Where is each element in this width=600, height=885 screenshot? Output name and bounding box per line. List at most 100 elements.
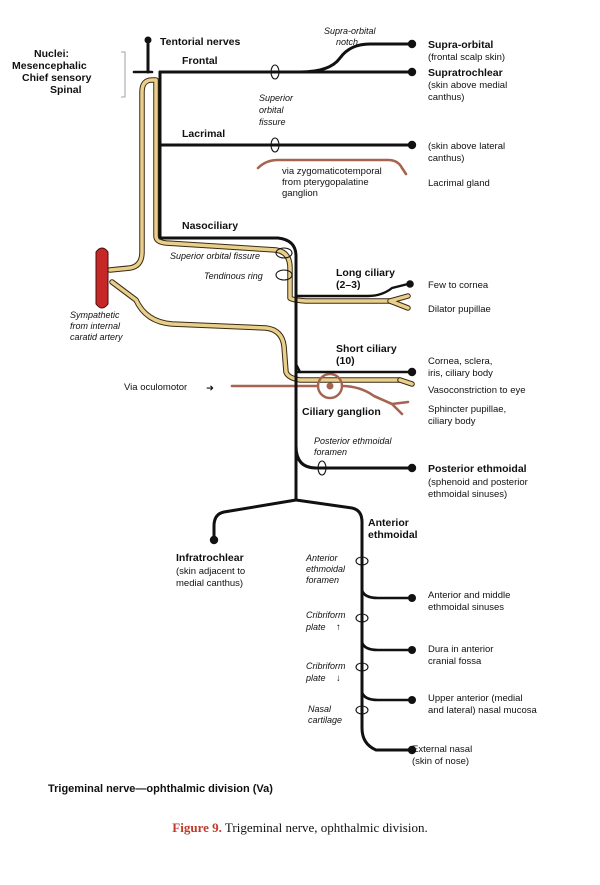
ring-tendinous <box>275 269 293 281</box>
label-zygomatic-1: via zygomaticotemporal <box>282 166 382 177</box>
figure-caption-label: Figure 9. <box>172 820 222 835</box>
arrow-cribriform-up: ↑ <box>336 622 341 633</box>
label-nasociliary: Nasociliary <box>182 220 238 232</box>
para-zygomaticotemporal <box>256 158 408 176</box>
nerve-supra-orbital <box>298 42 412 74</box>
label-sof-3: fissure <box>259 117 286 127</box>
target-external-nasal-1: External nasal <box>412 744 472 755</box>
label-cribriform-up-1: Cribriform <box>306 610 346 620</box>
target-vasoconstriction: Vasoconstriction to eye <box>428 385 526 396</box>
label-nasal-cartilage-2: cartilage <box>308 715 342 725</box>
target-lacrimal-gland: Lacrimal gland <box>428 178 490 189</box>
target-dura-1: Dura in anterior <box>428 644 493 655</box>
label-cribriform-down-1: Cribriform <box>306 661 346 671</box>
target-dura-2: cranial fossa <box>428 656 482 667</box>
label-sympathetic-3: caratid artery <box>70 332 123 342</box>
label-sof-inline: Superior orbital fissure <box>170 251 260 261</box>
para-sphincter-branch <box>340 384 410 416</box>
target-ant-mid-sinuses-1: Anterior and middle <box>428 590 510 601</box>
target-sphincter-2: ciliary body <box>428 416 476 427</box>
label-sympathetic-2: from internal <box>70 321 121 331</box>
ring-lacrimal-sof <box>270 137 280 153</box>
endpoint-cornea <box>407 367 417 377</box>
arrow-cribriform-down: ↓ <box>336 673 341 684</box>
nucleus-chief-sensory: Chief sensory <box>22 72 92 84</box>
label-ciliary-ganglion: Ciliary ganglion <box>302 406 381 418</box>
nerve-long-ciliary <box>294 282 410 298</box>
nerve-nasociliary <box>158 236 298 502</box>
label-infratrochlear-desc-1: (skin adjacent to <box>176 566 245 577</box>
target-posterior-ethmoidal-name: Posterior ethmoidal <box>428 463 527 475</box>
label-zygomatic-3: ganglion <box>282 188 318 199</box>
ring-posterior-ethmoidal-foramen <box>317 460 327 476</box>
sympathetic-tip-dilator-fill <box>388 294 410 310</box>
nerve-infratrochlear <box>212 498 298 540</box>
target-supra-orbital-desc: (frontal scalp skin) <box>428 52 505 63</box>
tentorial-endpoint <box>144 36 152 44</box>
endpoint-supratrochlear <box>407 67 417 77</box>
target-ant-mid-sinuses-2: ethmoidal sinuses <box>428 602 504 613</box>
endpoint-lacrimal-skin <box>407 140 417 150</box>
label-infratrochlear-desc-2: medial canthus) <box>176 578 243 589</box>
label-ant-eth-foramen-1: Anterior <box>305 553 339 563</box>
nerve-ant-mid-sinuses <box>360 588 412 600</box>
label-long-ciliary-count: (2–3) <box>336 279 361 291</box>
ring-cribriform-up <box>355 613 369 623</box>
ring-cribriform-down <box>355 662 369 672</box>
nerve-anterior-ethmoidal <box>294 498 412 752</box>
nuclei-bracket <box>121 51 126 98</box>
endpoint-external-nasal <box>407 745 417 755</box>
passage-rings <box>270 64 369 715</box>
label-tendinous-ring: Tendinous ring <box>204 271 263 281</box>
label-anterior-ethmoidal-2: ethmoidal <box>368 529 418 541</box>
target-supratrochlear-name: Supratrochlear <box>428 67 503 79</box>
label-supra-orbital-notch-1: Supra-orbital <box>324 26 377 36</box>
nuclei-block: Nuclei: Mesencephalic Chief sensory Spin… <box>12 48 126 98</box>
endpoint-infratrochlear <box>209 535 219 545</box>
label-anterior-ethmoidal-1: Anterior <box>368 517 409 529</box>
arrow-oculomotor: ➜ <box>206 383 214 394</box>
nuclei-title: Nuclei: <box>34 48 69 60</box>
nucleus-spinal: Spinal <box>50 84 82 96</box>
target-sphincter-1: Sphincter pupillae, <box>428 404 506 415</box>
endpoint-posterior-ethmoidal <box>407 463 417 473</box>
sympathetic-pathways <box>107 77 415 387</box>
nerve-tree <box>132 36 417 755</box>
figure-caption: Figure 9. Trigeminal nerve, ophthalmic d… <box>172 820 427 835</box>
target-supra-orbital-name: Supra-orbital <box>428 39 493 51</box>
target-dilator: Dilator pupillae <box>428 304 491 315</box>
label-ant-eth-foramen-2: ethmoidal <box>306 564 346 574</box>
target-supratrochlear-desc-1: (skin above medial <box>428 80 507 91</box>
ring-anterior-ethmoidal-foramen <box>355 556 369 566</box>
label-frontal: Frontal <box>182 55 218 67</box>
label-zygomatic-2: from pterygopalatine <box>282 177 369 188</box>
target-lacrimal-skin-1: (skin above lateral <box>428 141 505 152</box>
target-lacrimal-skin-2: canthus) <box>428 153 464 164</box>
label-short-ciliary: Short ciliary <box>336 343 397 355</box>
label-sof-2: orbital <box>259 105 285 115</box>
target-external-nasal-2: (skin of nose) <box>412 756 469 767</box>
label-posterior-ethmoidal-foramen-2: foramen <box>314 447 347 457</box>
target-cornea-2: iris, ciliary body <box>428 368 493 379</box>
parasympathetic-pathways <box>230 158 410 416</box>
target-nasal-mucosa-2: and lateral) nasal mucosa <box>428 705 537 716</box>
nerve-nasal-mucosa <box>360 690 412 702</box>
label-sympathetic-1: Sympathetic <box>70 310 120 320</box>
label-ant-eth-foramen-3: foramen <box>306 575 339 585</box>
label-long-ciliary: Long ciliary <box>336 267 395 279</box>
label-tentorial: Tentorial nerves <box>160 36 240 48</box>
nucleus-mesencephalic: Mesencephalic <box>12 60 87 72</box>
diagram-title: Trigeminal nerve—ophthalmic division (Va… <box>48 783 273 795</box>
label-short-ciliary-count: (10) <box>336 355 355 367</box>
sympathetic-tip-vasoconstriction-fill <box>398 378 414 386</box>
ciliary-ganglion-ring <box>316 372 344 400</box>
endpoint-nasal-mucosa <box>408 696 416 704</box>
target-posterior-ethmoidal-desc-2: ethmoidal sinuses) <box>428 489 507 500</box>
label-lacrimal: Lacrimal <box>182 128 225 140</box>
target-supratrochlear-desc-2: canthus) <box>428 92 464 103</box>
nerve-posterior-ethmoidal <box>294 444 412 470</box>
internal-carotid-artery <box>95 247 109 309</box>
figure-caption-text: Trigeminal nerve, ophthalmic division. <box>222 820 428 835</box>
